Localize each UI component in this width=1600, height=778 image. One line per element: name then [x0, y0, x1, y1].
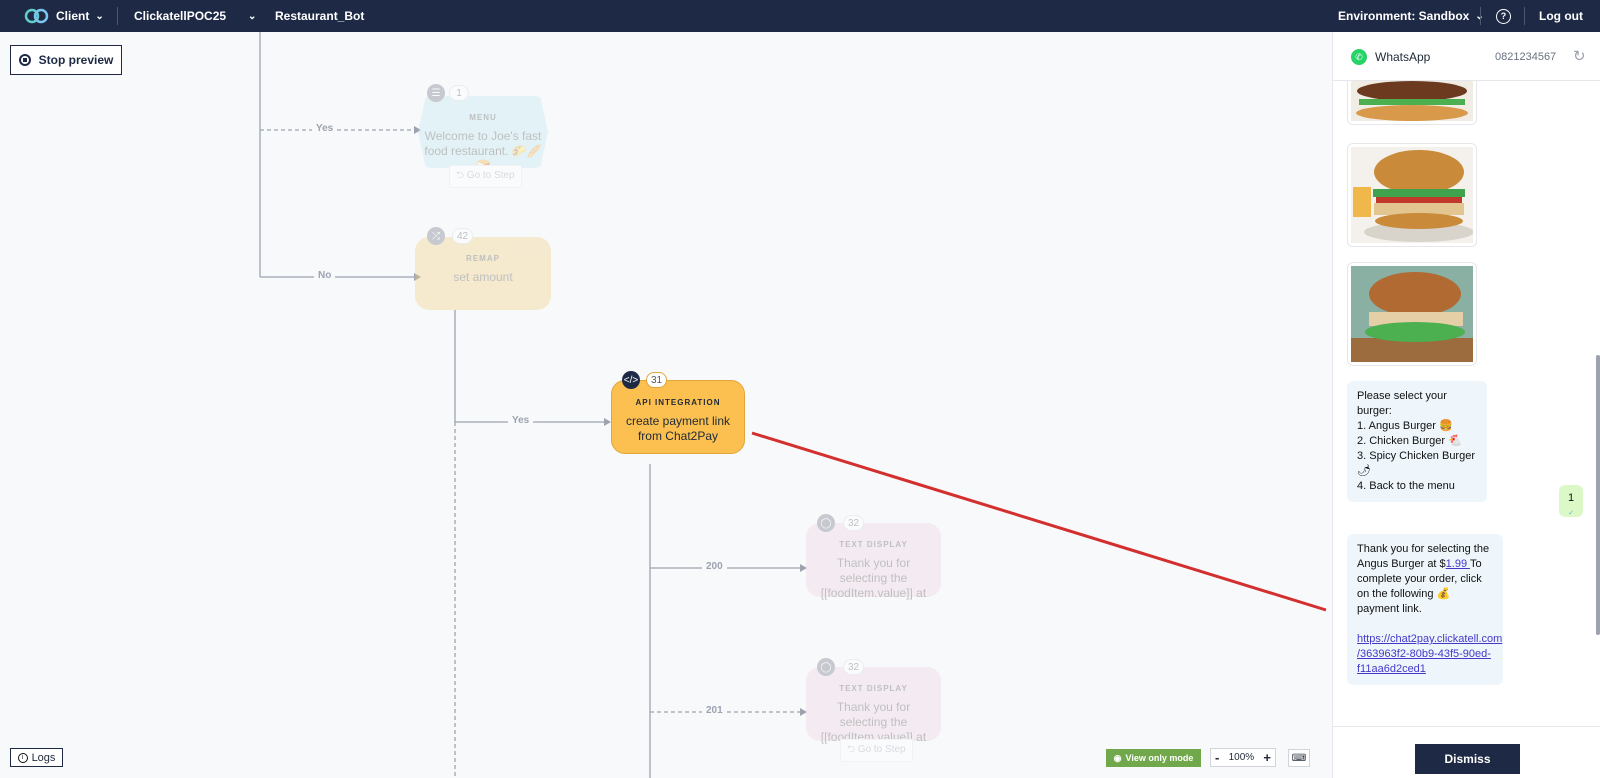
preview-panel: ✆ WhatsApp 0821234567 ↻ Please select yo…: [1332, 32, 1600, 778]
check-icon: ✓: [1568, 510, 1574, 517]
eye-icon: ◉: [1113, 752, 1122, 763]
go-to-step-button[interactable]: ⮌ Go to Step: [840, 739, 913, 762]
chat-area[interactable]: Please select your burger: 1. Angus Burg…: [1333, 81, 1600, 726]
message-line: 2. Chicken Burger 🐔: [1357, 435, 1462, 447]
price-link[interactable]: 1.99: [1445, 558, 1470, 570]
environment-label: Environment: Sandbox: [1338, 9, 1470, 23]
remap-node[interactable]: REMAP set amount: [415, 237, 551, 310]
node-type-label: MENU: [469, 113, 497, 122]
help-button[interactable]: ?: [1496, 0, 1511, 32]
account-name[interactable]: ClickatellPOC25: [134, 9, 227, 23]
logo-icon: [24, 8, 49, 24]
node-text: Welcome to Joe's fast food restaurant. 🌮…: [424, 129, 542, 168]
message-line: 4. Back to the menu: [1357, 480, 1455, 492]
stop-icon: [18, 54, 31, 66]
logs-label: Logs: [31, 751, 56, 764]
message-line: 1. Angus Burger 🍔: [1357, 420, 1453, 432]
client-switcher[interactable]: Client ⌄: [24, 0, 104, 32]
burger-image: [1347, 81, 1477, 125]
node-text: Thank you for selecting the [[foodItem.v…: [820, 556, 927, 600]
message-text: Thank you for selecting the Angus Burger…: [1357, 543, 1490, 570]
edge-label-201: 201: [702, 705, 727, 716]
bot-name[interactable]: Restaurant_Bot: [275, 9, 365, 23]
zoom-in-button[interactable]: +: [1263, 750, 1271, 765]
node-text: Thank you for selecting the [[foodItem.v…: [820, 700, 927, 744]
dismiss-button[interactable]: Dismiss: [1415, 744, 1520, 774]
edge-label-yes: Yes: [508, 415, 534, 426]
edge-label-yes: Yes: [312, 123, 338, 134]
chevron-down-icon: ⌄: [1475, 11, 1483, 22]
flow-canvas[interactable]: Stop preview Yes No Yes 200 201 MENU Wel…: [0, 32, 1332, 778]
node-type-label: TEXT DISPLAY: [839, 540, 908, 549]
logout-link[interactable]: Log out: [1539, 9, 1583, 23]
api-integration-node[interactable]: API INTEGRATION create payment link from…: [611, 380, 745, 454]
node-type-label: REMAP: [466, 254, 500, 263]
text-display-node[interactable]: TEXT DISPLAY Thank you for selecting the…: [806, 523, 941, 600]
bot-message-payment: Thank you for selecting the Angus Burger…: [1347, 534, 1503, 685]
menu-node[interactable]: MENU Welcome to Joe's fast food restaura…: [418, 96, 548, 168]
whatsapp-icon: ✆: [1351, 49, 1367, 65]
keyboard-icon[interactable]: ⌨: [1288, 749, 1310, 767]
user-message: 1 ✓: [1559, 485, 1583, 517]
panel-header: ✆ WhatsApp 0821234567 ↻: [1333, 32, 1600, 81]
help-icon: ?: [1496, 8, 1511, 24]
view-only-badge: ◉ View only mode: [1106, 749, 1201, 767]
step-number: 31: [646, 372, 668, 388]
stop-preview-label: Stop preview: [38, 53, 114, 67]
edge-label-no: No: [314, 270, 336, 281]
step-number: 42: [452, 228, 474, 244]
panel-scrollbar[interactable]: [1596, 355, 1600, 635]
text-display-node[interactable]: TEXT DISPLAY Thank you for selecting the…: [806, 667, 941, 744]
refresh-icon[interactable]: ↻: [1573, 48, 1586, 65]
logs-button[interactable]: i Logs: [10, 748, 63, 767]
menu-icon: ☰: [427, 84, 445, 102]
chat-icon: ◯: [817, 658, 835, 676]
divider: [1524, 7, 1525, 25]
info-icon: i: [17, 752, 28, 763]
view-only-label: View only mode: [1125, 753, 1194, 763]
panel-footer: Dismiss: [1333, 726, 1600, 778]
payment-link[interactable]: https://chat2pay.clickatell.com /363963f…: [1357, 632, 1503, 677]
node-text: set amount: [453, 270, 513, 284]
message-line: 3. Spicy Chicken Burger 🌶: [1357, 450, 1475, 477]
chat-icon: ◯: [817, 514, 835, 532]
link-line: /363963f2-80b9-43f5-90ed-: [1357, 648, 1491, 660]
zoom-out-button[interactable]: -: [1215, 750, 1220, 765]
message-line: Please select your burger:: [1357, 390, 1447, 417]
stop-preview-button[interactable]: Stop preview: [10, 45, 122, 75]
link-line: f11aa6d2ced1: [1357, 663, 1426, 675]
phone-number: 0821234567: [1495, 51, 1557, 63]
node-type-label: API INTEGRATION: [635, 398, 721, 407]
zoom-level: 100%: [1228, 752, 1255, 763]
divider: [117, 7, 118, 25]
divider: [1480, 7, 1481, 25]
link-line: https://chat2pay.clickatell.com: [1357, 633, 1503, 645]
bot-message-menu: Please select your burger: 1. Angus Burg…: [1347, 381, 1487, 502]
top-bar: Client ⌄ ClickatellPOC25 ⌄ Restaurant_Bo…: [0, 0, 1600, 32]
annotation-line: [751, 431, 1327, 612]
channel-name: WhatsApp: [1375, 50, 1431, 64]
node-type-label: TEXT DISPLAY: [839, 684, 908, 693]
code-icon: </>: [622, 371, 640, 389]
step-number: 32: [843, 515, 865, 531]
client-label: Client: [56, 9, 90, 23]
step-number: 1: [449, 85, 469, 101]
environment-dropdown[interactable]: Environment: Sandbox ⌄: [1338, 0, 1484, 32]
message-text: To complete your order, click on the fol…: [1357, 558, 1482, 615]
chevron-down-icon[interactable]: ⌄: [248, 10, 257, 22]
chevron-down-icon: ⌄: [95, 10, 104, 22]
spicy-burger-image: [1347, 262, 1477, 366]
go-to-step-button[interactable]: ⮌ Go to Step: [449, 165, 522, 188]
edge-label-200: 200: [702, 561, 727, 572]
flow-edges: [259, 32, 1327, 778]
zoom-control: - 100% +: [1210, 748, 1276, 767]
chicken-burger-image: [1347, 143, 1477, 247]
step-number: 32: [843, 659, 865, 675]
node-text: create payment link from Chat2Pay: [625, 414, 731, 443]
user-reply: 1: [1567, 492, 1575, 504]
shuffle-icon: ⤮: [427, 227, 445, 245]
